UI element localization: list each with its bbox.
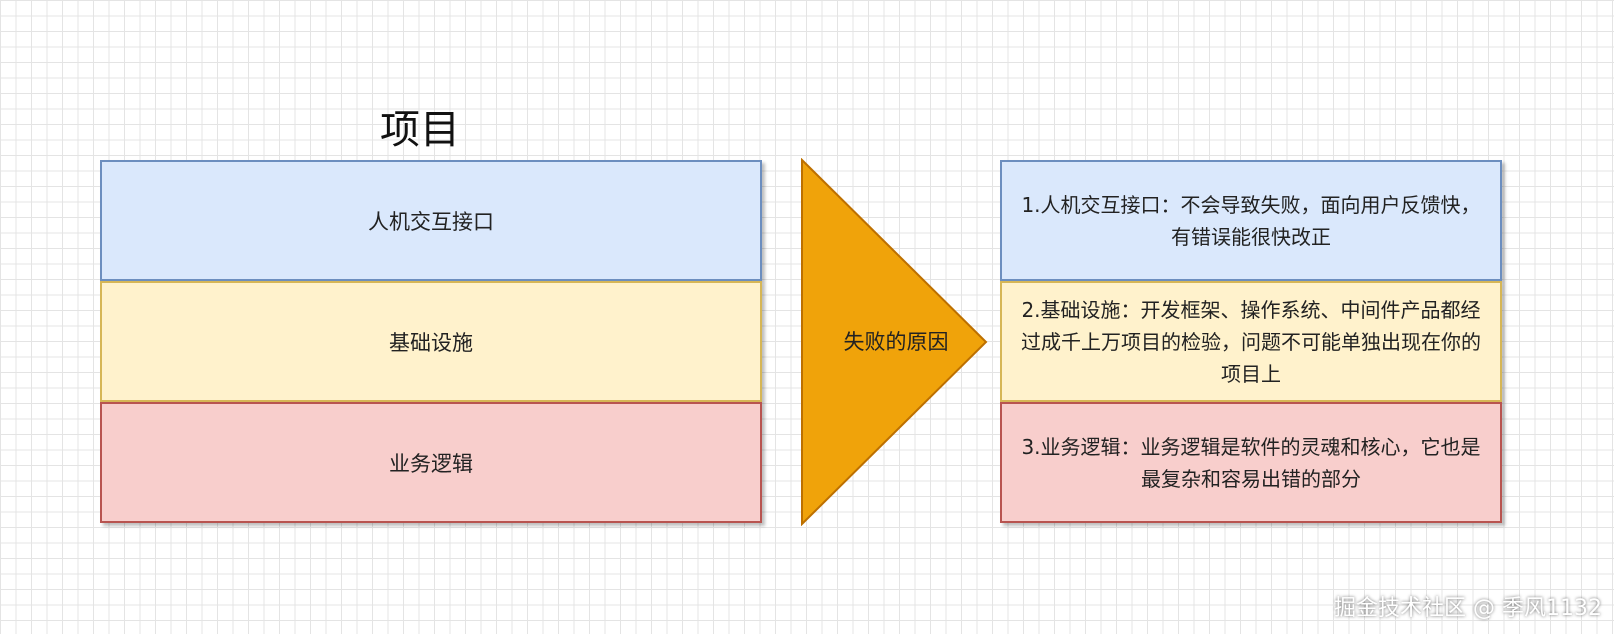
failure-arrow-label: 失败的原因: [843, 330, 949, 354]
layer-business-logic-label: 业务逻辑: [389, 451, 473, 476]
layer-infrastructure-label: 基础设施: [389, 330, 473, 355]
reason-business-logic: 3.业务逻辑：业务逻辑是软件的灵魂和核心，它也是最复杂和容易出错的部分: [1000, 402, 1502, 523]
reason-infrastructure: 2.基础设施：开发框架、操作系统、中间件产品都经过成千上万项目的检验，问题不可能…: [1000, 281, 1502, 402]
failure-arrow: [801, 158, 988, 526]
watermark: 掘金技术社区 @ 季风1132: [1334, 596, 1602, 621]
diagram-title: 项目: [380, 107, 460, 153]
layer-hci-label: 人机交互接口: [368, 209, 494, 234]
reason-business-logic-text: 3.业务逻辑：业务逻辑是软件的灵魂和核心，它也是最复杂和容易出错的部分: [1021, 434, 1481, 491]
reason-infrastructure-text: 2.基础设施：开发框架、操作系统、中间件产品都经过成千上万项目的检验，问题不可能…: [1021, 297, 1481, 386]
layer-business-logic: 业务逻辑: [100, 402, 762, 523]
layer-hci: 人机交互接口: [100, 160, 762, 281]
failure-arrow-shape: [801, 158, 988, 526]
layer-infrastructure: 基础设施: [100, 281, 762, 402]
reason-hci: 1.人机交互接口：不会导致失败，面向用户反馈快，有错误能很快改正: [1000, 160, 1502, 281]
reason-hci-text: 1.人机交互接口：不会导致失败，面向用户反馈快，有错误能很快改正: [1021, 192, 1481, 249]
